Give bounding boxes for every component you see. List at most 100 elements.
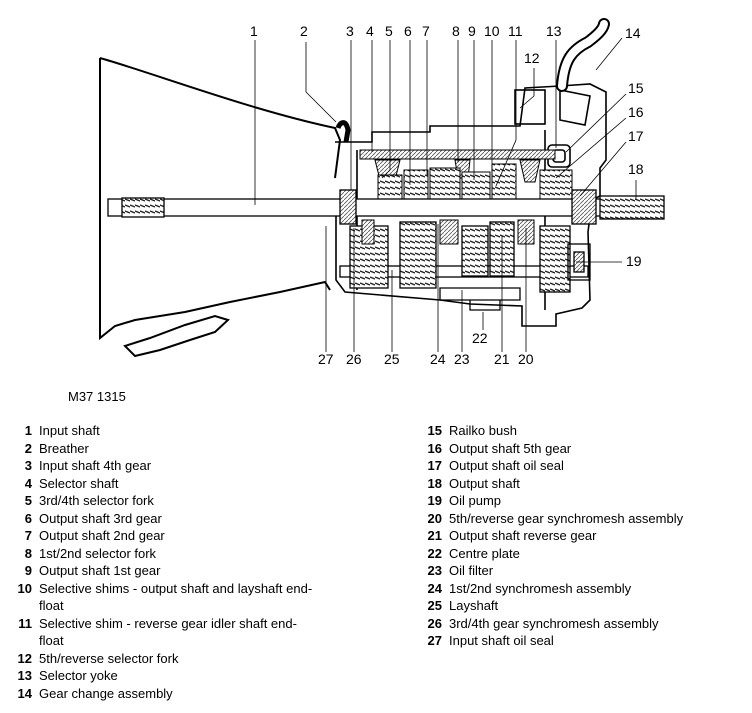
callout-9: 9 bbox=[468, 23, 476, 39]
legend-item: 17 Output shaft oil seal bbox=[420, 457, 740, 475]
legend-text: Selective shim - reverse gear idler shaf… bbox=[39, 615, 297, 631]
callout-23: 23 bbox=[454, 351, 470, 367]
legend-item: 20 5th/reverse gear synchromesh assembly bbox=[420, 510, 740, 528]
legend-text: Output shaft reverse gear bbox=[449, 528, 597, 543]
legend-item: 5 3rd/4th selector fork bbox=[10, 492, 370, 510]
legend-number: 24 bbox=[427, 580, 442, 596]
legend-text: Breather bbox=[39, 440, 89, 456]
legend-number: 3 bbox=[24, 458, 32, 473]
legend-text: Input shaft oil seal bbox=[449, 633, 554, 648]
callout-2: 2 bbox=[300, 23, 308, 39]
legend-number: 16 bbox=[427, 440, 442, 456]
callout-7: 7 bbox=[422, 23, 430, 39]
legend-number: 26 bbox=[427, 615, 442, 631]
legend-text: Input shaft bbox=[39, 423, 100, 438]
callout-16: 16 bbox=[628, 104, 644, 120]
callout-17: 17 bbox=[628, 128, 644, 144]
legend-text: Output shaft 2nd gear bbox=[39, 528, 165, 543]
legend-text: Oil filter bbox=[449, 563, 494, 578]
legend-item: 23 Oil filter bbox=[420, 562, 740, 580]
bellhousing bbox=[99, 57, 342, 358]
callout-15: 15 bbox=[628, 80, 644, 96]
legend-number: 9 bbox=[24, 563, 32, 578]
legend-item: 19 Oil pump bbox=[420, 492, 740, 510]
callout-20: 20 bbox=[518, 351, 534, 367]
legend-number: 23 bbox=[427, 563, 442, 578]
legend-number: 6 bbox=[24, 510, 32, 526]
gearbox-cross-section-diagram: 1 2 3 4 5 6 7 8 9 10 11 12 13 14 15 16 1… bbox=[99, 18, 665, 367]
callout-14: 14 bbox=[625, 25, 641, 41]
legend-number: 22 bbox=[427, 545, 442, 561]
callout-26: 26 bbox=[346, 351, 362, 367]
legend-text: 5th/reverse gear synchromesh assembly bbox=[449, 510, 684, 526]
callout-21: 21 bbox=[494, 351, 510, 367]
legend-number: 13 bbox=[17, 668, 32, 683]
legend-text: float bbox=[39, 633, 64, 648]
legend-item: 7 Output shaft 2nd gear bbox=[10, 527, 370, 545]
callout-numbers: 1 2 3 4 5 6 7 8 9 10 11 12 13 14 15 16 1… bbox=[250, 23, 644, 367]
legend-text: Layshaft bbox=[449, 598, 499, 613]
legend-text: Selector shaft bbox=[39, 475, 119, 491]
centre-plate-oil-filter bbox=[439, 287, 521, 311]
callout-1: 1 bbox=[250, 23, 258, 39]
callout-18: 18 bbox=[628, 161, 644, 177]
leader-lines bbox=[254, 37, 637, 352]
legend-number: 19 bbox=[427, 493, 442, 508]
legend-item: 21 Output shaft reverse gear bbox=[420, 527, 740, 545]
legend-item: 11 Selective shim - reverse gear idler sh… bbox=[10, 615, 370, 633]
legend-number: 20 bbox=[427, 510, 442, 526]
legend-item: 1 Input shaft bbox=[10, 422, 370, 440]
callout-3: 3 bbox=[346, 23, 354, 39]
legend-number: 15 bbox=[427, 423, 442, 438]
legend-text: Gear change assembly bbox=[39, 685, 173, 701]
legend-number: 8 bbox=[24, 545, 32, 561]
legend-item: 3 Input shaft 4th gear bbox=[10, 457, 370, 475]
legend-text: Output shaft oil seal bbox=[449, 458, 564, 473]
legend-number: 21 bbox=[427, 528, 442, 543]
legend-number: 17 bbox=[427, 458, 442, 473]
legend-text: Input shaft 4th gear bbox=[39, 458, 152, 473]
legend-text: 1st/2nd selector fork bbox=[39, 545, 157, 561]
legend-text: 3rd/4th gear synchromesh assembly bbox=[449, 615, 659, 631]
legend-number: 18 bbox=[427, 475, 442, 491]
callout-4: 4 bbox=[366, 23, 374, 39]
callout-13: 13 bbox=[546, 23, 562, 39]
legend-text: Selector yoke bbox=[39, 668, 118, 683]
callout-12: 12 bbox=[524, 50, 540, 66]
breather bbox=[335, 120, 351, 143]
legend-text: Railko bush bbox=[449, 423, 517, 438]
callout-22: 22 bbox=[472, 330, 488, 346]
legend-item: 26 3rd/4th gear synchromesh assembly bbox=[420, 615, 740, 633]
legend-text: Output shaft 5th gear bbox=[449, 440, 572, 456]
legend-item: 9 Output shaft 1st gear bbox=[10, 562, 370, 580]
legend-item: 16 Output shaft 5th gear bbox=[420, 440, 740, 458]
legend-text: Output shaft 1st gear bbox=[39, 563, 161, 578]
callout-27: 27 bbox=[318, 351, 334, 367]
legend-number: 7 bbox=[24, 528, 32, 543]
output-shaft-gears bbox=[377, 163, 573, 200]
legend-text: 1st/2nd synchromesh assembly bbox=[449, 580, 632, 596]
legend-text: 3rd/4th selector fork bbox=[39, 493, 154, 508]
legend-text: Output shaft 3rd gear bbox=[39, 510, 162, 526]
legend-number: 11 bbox=[18, 615, 32, 631]
callout-25: 25 bbox=[384, 351, 400, 367]
callout-10: 10 bbox=[484, 23, 500, 39]
gear-change-assembly bbox=[556, 18, 610, 92]
input-and-output-shaft bbox=[107, 189, 665, 225]
legend-left-column: 1 Input shaft 2 Breather 3 Input shaft 4th ge… bbox=[10, 422, 370, 702]
legend-item: 2 Breather bbox=[10, 440, 370, 458]
legend-number: 1 bbox=[24, 423, 32, 438]
legend-text: Oil pump bbox=[449, 493, 502, 508]
legend-text: float bbox=[39, 598, 64, 613]
legend-number: 5 bbox=[24, 493, 32, 508]
layshaft bbox=[339, 221, 589, 293]
legend-item: 8 1st/2nd selector fork bbox=[10, 545, 370, 563]
legend-number: 2 bbox=[24, 440, 32, 456]
